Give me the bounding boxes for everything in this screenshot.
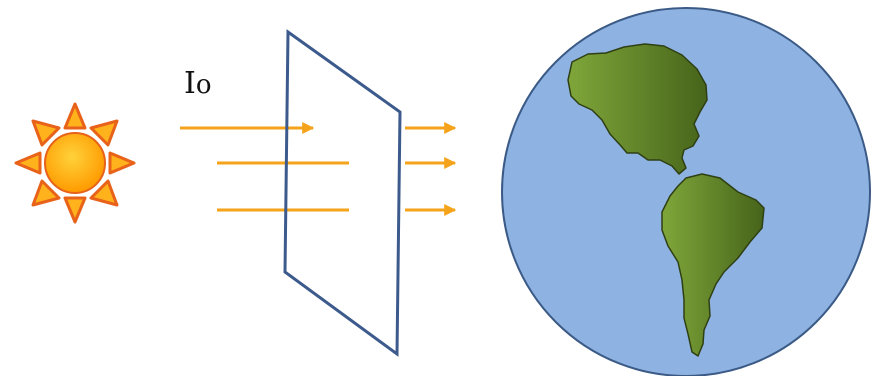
intensity-label: Io: [184, 66, 212, 101]
transmitted-rays: [405, 128, 455, 210]
intensity-symbol: I: [184, 66, 196, 101]
intensity-subscript: o: [196, 70, 212, 100]
sun-core: [45, 133, 105, 193]
incoming-rays: [180, 128, 349, 210]
transparent-panel: [285, 32, 400, 354]
earth-globe-icon: [502, 8, 870, 376]
sun-icon: [16, 104, 134, 222]
